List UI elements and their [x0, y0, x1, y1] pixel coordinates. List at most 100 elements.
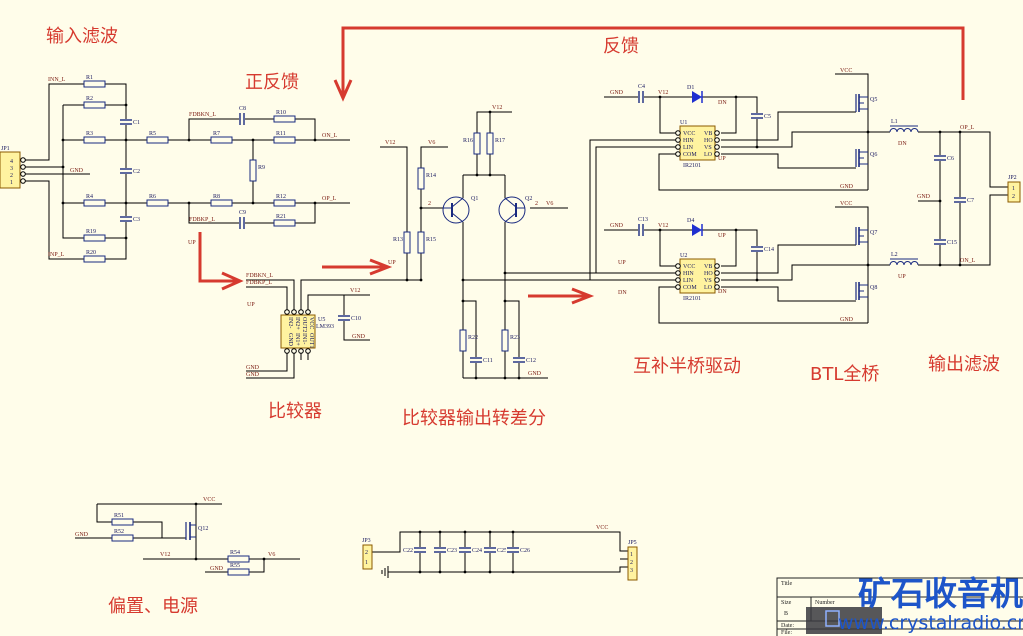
annotation-feedback: 反馈 — [603, 36, 639, 57]
net-label: V6 — [268, 552, 275, 558]
net-label: INN_L — [48, 77, 66, 83]
inductor-coil — [889, 128, 919, 133]
junction — [419, 278, 423, 282]
junction — [503, 376, 507, 380]
resistor-ref: R55 — [230, 563, 240, 569]
capacitor-gap — [638, 223, 644, 237]
pin-circle — [714, 151, 720, 157]
resistor-ref: R13 — [393, 237, 403, 243]
ic-part: LM393 — [316, 324, 334, 330]
junction — [124, 103, 128, 107]
search-icon — [825, 610, 840, 627]
junction — [405, 278, 409, 282]
net-label: GND — [246, 372, 260, 378]
wire — [388, 566, 628, 573]
junction — [938, 263, 942, 267]
size-value: B — [784, 611, 788, 617]
ic-pin-label: COM — [683, 285, 697, 291]
wire — [307, 294, 370, 312]
resistor — [227, 568, 250, 576]
watermark-url: www.crystalradio.cn — [838, 612, 1023, 634]
annotation-comparator-to-diff: 比较器输出转差分 — [402, 408, 546, 429]
connector-pin-label: 3 — [630, 568, 633, 574]
net-label: GND — [840, 317, 854, 323]
mosfet-ref: Q6 — [870, 152, 877, 158]
resistor-ref: R12 — [276, 194, 286, 200]
junction — [938, 130, 942, 134]
ic-pin-label: OUT1 — [308, 333, 314, 348]
junction — [488, 530, 492, 534]
wire — [407, 146, 448, 281]
capacitor-ref: C13 — [638, 217, 648, 223]
diode-ref: D1 — [687, 85, 694, 91]
net-label: VCC — [840, 201, 852, 207]
net-label: UP — [247, 302, 255, 308]
mosfet-ref: Q5 — [870, 97, 877, 103]
net-label: OP_L — [960, 125, 975, 131]
annotation-input-filter: 输入滤波 — [46, 26, 118, 47]
wire — [504, 197, 517, 208]
capacitor-gap — [750, 246, 764, 252]
junction — [438, 530, 442, 534]
connector-jp3 — [362, 544, 373, 570]
resistor-ref: R4 — [86, 194, 93, 200]
pin-circle — [675, 144, 681, 150]
junction — [503, 271, 507, 275]
junction — [488, 110, 492, 114]
connector-ref: JP2 — [1008, 175, 1017, 181]
wire — [463, 139, 676, 281]
resistor — [417, 231, 425, 254]
pin-circle — [675, 151, 681, 157]
junction — [958, 263, 962, 267]
ic-pin-label: IN2+ — [294, 317, 300, 330]
pin-circle — [714, 130, 720, 136]
inductor-coil — [889, 261, 919, 266]
diode-ref: D4 — [687, 218, 694, 224]
junction — [61, 138, 65, 142]
connector-jp2 — [1007, 181, 1021, 203]
net-label: V12 — [385, 140, 395, 146]
watermark-logo: 矿石收音机 — [858, 574, 1023, 613]
annotation-half-bridge-driver: 互补半桥驱动 — [633, 356, 741, 377]
ic-pin-label: GND — [287, 333, 293, 347]
capacitor-ref: C6 — [947, 156, 954, 162]
capacitor-ref: C1 — [133, 120, 140, 126]
junction — [755, 145, 759, 149]
connector-jp1 — [0, 151, 21, 189]
pin-circle — [305, 348, 311, 354]
capacitor-gap — [413, 547, 427, 553]
ic-pin-label: VCC — [683, 131, 695, 137]
capacitor-gap — [458, 547, 472, 553]
junction — [124, 236, 128, 240]
junction — [251, 138, 255, 142]
junction — [734, 95, 738, 99]
resistor — [111, 518, 134, 526]
wire — [451, 212, 464, 223]
capacitor-gap — [512, 357, 526, 363]
capacitor-gap — [750, 113, 764, 119]
resistor — [249, 159, 257, 182]
wire — [721, 153, 856, 169]
junction — [313, 201, 317, 205]
ic-pin-label: HIN — [683, 271, 694, 277]
capacitor-ref: C8 — [239, 106, 246, 112]
wire — [504, 212, 517, 223]
net-label: UP — [388, 260, 396, 266]
resistor — [83, 101, 106, 109]
net-label: V12 — [350, 288, 360, 294]
net-label: UP — [718, 233, 726, 239]
junction — [511, 530, 515, 534]
wire — [721, 97, 737, 134]
capacitor-ref: C14 — [764, 247, 774, 253]
file-label: File: — [781, 630, 792, 636]
capacitor-ref: C12 — [526, 358, 536, 364]
resistor-ref: R10 — [276, 110, 286, 116]
pin-circle — [20, 157, 26, 163]
wire — [835, 206, 869, 323]
net-label: DN — [898, 141, 907, 147]
resistor — [403, 231, 411, 254]
wire — [343, 295, 370, 341]
wire — [463, 300, 477, 378]
capacitor-gap — [469, 357, 483, 363]
